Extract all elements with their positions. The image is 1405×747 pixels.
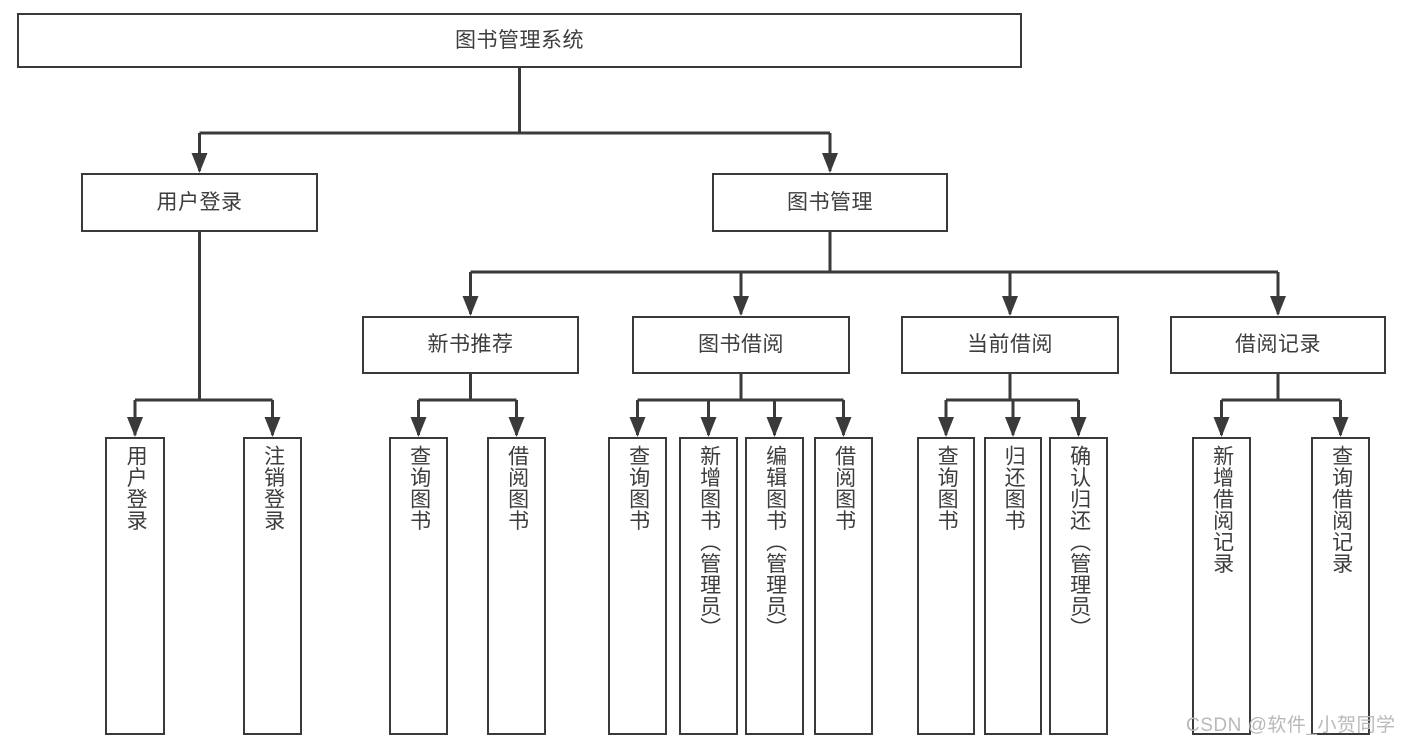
node-leaf-user-logout[interactable]: 注销登录	[243, 437, 302, 735]
node-book-manage[interactable]: 图书管理	[712, 173, 948, 232]
arrowhead-icon	[410, 417, 427, 437]
node-leaf-cb-query[interactable]: 查询图书	[917, 437, 975, 735]
node-label: 归还图书	[1002, 445, 1026, 531]
arrowhead-icon	[1005, 417, 1021, 437]
arrowhead-icon	[938, 417, 954, 437]
node-label: 当前借阅	[967, 333, 1053, 357]
node-leaf-rec-borrow[interactable]: 借阅图书	[487, 437, 546, 735]
node-leaf-rec-query[interactable]: 查询图书	[389, 437, 448, 735]
node-label: 注销登录	[261, 445, 285, 531]
arrowhead-icon	[191, 153, 208, 173]
arrowhead-icon	[822, 153, 838, 173]
node-label: 图书管理	[787, 190, 873, 214]
node-user-login[interactable]: 用户登录	[81, 173, 318, 232]
node-label: 用户登录	[124, 445, 148, 531]
node-label: 新增借阅记录	[1210, 445, 1234, 574]
node-label: 借阅记录	[1235, 333, 1321, 357]
node-root[interactable]: 图书管理系统	[17, 13, 1022, 68]
arrowhead-icon	[835, 417, 852, 437]
node-current-borrow[interactable]: 当前借阅	[901, 316, 1119, 374]
node-label: 查询图书	[626, 445, 650, 531]
node-borrow-record[interactable]: 借阅记录	[1170, 316, 1386, 374]
node-leaf-bb-edit[interactable]: 编辑图书（管理员）	[745, 437, 804, 735]
node-label: 借阅图书	[832, 445, 856, 531]
node-label: 借阅图书	[505, 445, 529, 531]
arrowhead-icon	[700, 417, 717, 437]
node-leaf-bb-borrow[interactable]: 借阅图书	[814, 437, 873, 735]
arrowhead-icon	[733, 296, 749, 316]
node-leaf-cb-return[interactable]: 归还图书	[984, 437, 1042, 735]
arrowhead-icon	[508, 417, 525, 437]
node-label: 确认归还（管理员）	[1067, 445, 1091, 639]
node-label: 图书管理系统	[455, 28, 584, 52]
node-leaf-bb-query[interactable]: 查询图书	[608, 437, 667, 735]
node-leaf-user-login[interactable]: 用户登录	[105, 437, 165, 735]
arrowhead-icon	[462, 296, 479, 316]
node-new-book-rec[interactable]: 新书推荐	[362, 316, 579, 374]
arrowhead-icon	[629, 417, 646, 437]
node-label: 图书借阅	[698, 333, 784, 357]
arrowhead-icon	[264, 417, 281, 437]
node-label: 编辑图书（管理员）	[763, 445, 787, 639]
arrowhead-icon	[1270, 296, 1286, 316]
arrowhead-icon	[1002, 296, 1018, 316]
node-label: 查询图书	[407, 445, 431, 531]
node-leaf-br-query[interactable]: 查询借阅记录	[1311, 437, 1370, 735]
node-label: 查询借阅记录	[1329, 445, 1353, 574]
node-book-borrow[interactable]: 图书借阅	[632, 316, 850, 374]
arrowhead-icon	[1213, 417, 1230, 437]
arrowhead-icon	[1070, 417, 1087, 437]
arrowhead-icon	[1332, 417, 1349, 437]
node-label: 用户登录	[156, 190, 243, 214]
node-label: 查询图书	[935, 445, 959, 531]
arrowhead-icon	[127, 417, 143, 437]
node-leaf-br-add[interactable]: 新增借阅记录	[1192, 437, 1251, 735]
node-label: 新增图书（管理员）	[697, 445, 721, 639]
watermark-label: CSDN @软件_小贺同学	[1186, 715, 1396, 736]
arrowhead-icon	[766, 417, 783, 437]
node-label: 新书推荐	[427, 333, 514, 357]
node-leaf-bb-add[interactable]: 新增图书（管理员）	[679, 437, 738, 735]
node-leaf-cb-confirm[interactable]: 确认归还（管理员）	[1049, 437, 1108, 735]
